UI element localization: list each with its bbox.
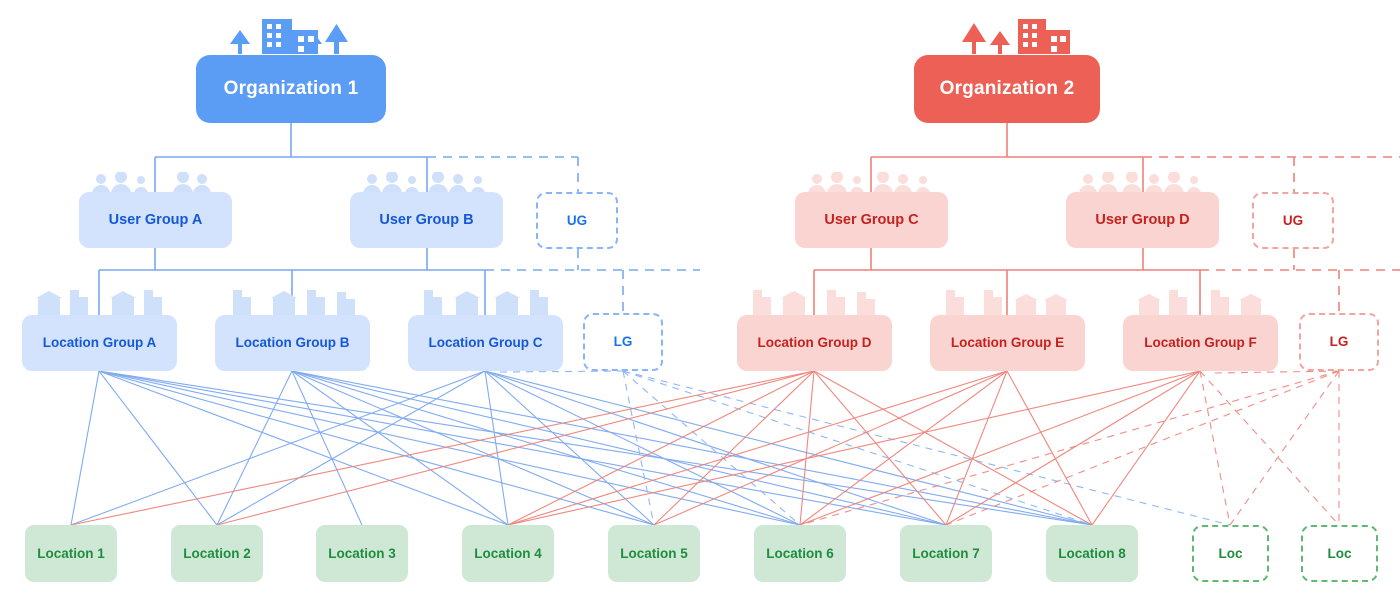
location-group-d-label: Location Group D <box>757 335 872 351</box>
user-group-placeholder-blue[interactable]: UG <box>536 192 618 249</box>
location-placeholder-1[interactable]: Loc <box>1192 525 1269 582</box>
location-3-label: Location 3 <box>328 545 396 561</box>
blue-ghost-location-edges <box>499 370 1231 526</box>
organization-1-node[interactable]: Organization 1 <box>196 55 386 123</box>
buildings-icon <box>34 286 166 316</box>
red-ghost-location-edges <box>799 370 1340 526</box>
buildings-icon <box>420 286 552 316</box>
location-group-d-node[interactable]: Location Group D <box>737 315 892 371</box>
location-8-node[interactable]: Location 8 <box>1046 525 1138 582</box>
location-7-label: Location 7 <box>912 545 980 561</box>
location-group-placeholder-red[interactable]: LG <box>1299 313 1379 371</box>
location-5-node[interactable]: Location 5 <box>608 525 700 582</box>
people-icon <box>1077 171 1209 194</box>
blue-location-edges <box>70 370 1093 526</box>
location-placeholder-2[interactable]: Loc <box>1301 525 1378 582</box>
location-4-node[interactable]: Location 4 <box>462 525 554 582</box>
location-group-f-node[interactable]: Location Group F <box>1123 315 1278 371</box>
location-group-a-label: Location Group A <box>42 335 157 351</box>
people-icon <box>90 171 222 194</box>
location-8-label: Location 8 <box>1058 545 1126 561</box>
location-group-e-node[interactable]: Location Group E <box>930 315 1085 371</box>
user-group-d-label: User Group D <box>1095 211 1190 228</box>
location-2-label: Location 2 <box>183 545 251 561</box>
location-3-node[interactable]: Location 3 <box>316 525 408 582</box>
location-5-label: Location 5 <box>620 545 688 561</box>
user-group-c-node[interactable]: User Group C <box>795 192 948 248</box>
location-group-e-label: Location Group E <box>950 335 1065 351</box>
location-group-placeholder-label: LG <box>613 334 633 350</box>
buildings-icon <box>942 286 1074 316</box>
user-group-b-label: User Group B <box>379 211 474 228</box>
location-group-c-node[interactable]: Location Group C <box>408 315 563 371</box>
location-6-node[interactable]: Location 6 <box>754 525 846 582</box>
red-location-edges <box>70 370 1201 526</box>
buildings-icon <box>1135 286 1267 316</box>
city-trees-icon <box>958 14 1078 58</box>
buildings-icon <box>227 286 359 316</box>
organization-2-label: Organization 2 <box>939 78 1075 100</box>
organization-1-label: Organization 1 <box>223 78 359 100</box>
location-4-label: Location 4 <box>474 545 542 561</box>
people-icon <box>361 171 493 194</box>
city-trees-icon <box>222 14 352 58</box>
location-group-placeholder-label: LG <box>1329 334 1349 350</box>
location-placeholder-label: Loc <box>1327 545 1352 561</box>
location-placeholder-label: Loc <box>1218 545 1243 561</box>
location-group-b-label: Location Group B <box>235 335 350 351</box>
location-1-label: Location 1 <box>37 545 105 561</box>
user-group-b-node[interactable]: User Group B <box>350 192 503 248</box>
user-group-d-node[interactable]: User Group D <box>1066 192 1219 248</box>
buildings-icon <box>749 286 881 316</box>
location-2-node[interactable]: Location 2 <box>171 525 263 582</box>
user-group-placeholder-label: UG <box>566 212 588 228</box>
location-group-b-node[interactable]: Location Group B <box>215 315 370 371</box>
location-6-label: Location 6 <box>766 545 834 561</box>
user-group-placeholder-red[interactable]: UG <box>1252 192 1334 249</box>
people-icon <box>806 171 938 194</box>
organization-2-node[interactable]: Organization 2 <box>914 55 1100 123</box>
location-1-node[interactable]: Location 1 <box>25 525 117 582</box>
location-group-f-label: Location Group F <box>1144 335 1257 351</box>
location-group-placeholder-blue[interactable]: LG <box>583 313 663 371</box>
location-group-c-label: Location Group C <box>428 335 543 351</box>
location-group-a-node[interactable]: Location Group A <box>22 315 177 371</box>
user-group-placeholder-label: UG <box>1282 212 1304 228</box>
user-group-c-label: User Group C <box>824 211 919 228</box>
user-group-a-node[interactable]: User Group A <box>79 192 232 248</box>
location-7-node[interactable]: Location 7 <box>900 525 992 582</box>
user-group-a-label: User Group A <box>108 211 203 228</box>
